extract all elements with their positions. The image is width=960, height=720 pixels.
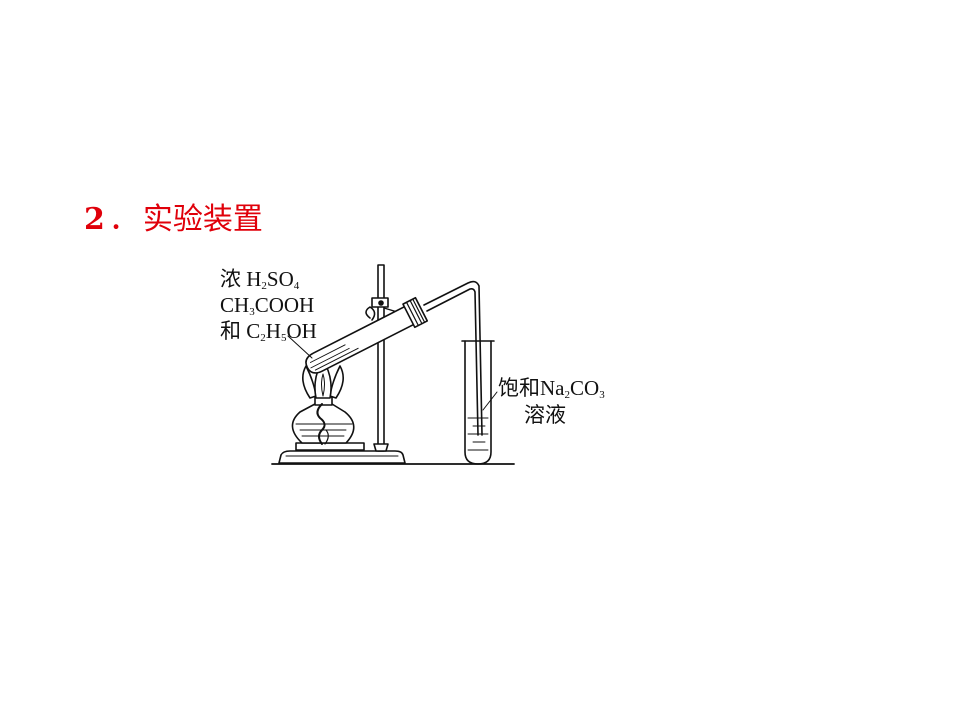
reaction-tube [305, 296, 429, 374]
formula-part: H [246, 267, 262, 291]
alcohol-lamp [291, 396, 365, 451]
formula-part: COOH [254, 293, 315, 317]
reagent-label-acetic-acid: CH3COOH [220, 292, 314, 318]
reagent-prefix: 浓 [220, 267, 247, 291]
formula-subscript: 2 [261, 280, 267, 292]
section-separator: ． [108, 202, 139, 237]
formula-part: H [265, 319, 281, 343]
formula-part: Na [540, 376, 565, 400]
formula-part: CH [220, 293, 250, 317]
formula-subscript: 2 [564, 389, 571, 401]
formula-subscript: 3 [599, 389, 605, 401]
receiver-leader [482, 391, 498, 411]
section-title: 实验装置 [142, 202, 263, 237]
receiver-prefix: 饱和 [498, 376, 540, 400]
reagent-label-ethanol: 和 C2H5OH [220, 318, 317, 344]
reagent-prefix: 和 [220, 319, 247, 343]
delivery-tube [423, 280, 483, 436]
formula-subscript: 3 [249, 306, 255, 318]
formula-part: OH [286, 319, 317, 343]
formula-part: CO [570, 376, 600, 400]
stand-rod [377, 264, 385, 452]
section-number: 2 [84, 202, 105, 237]
reagent-label-h2so4: 浓 H2SO4 [220, 266, 299, 292]
formula-subscript: 5 [280, 332, 287, 344]
formula-part: SO [266, 267, 294, 291]
section-heading: 2．实验装置 [84, 194, 263, 238]
receiver-tube [461, 340, 495, 465]
receiver-label-na2co3: 饱和Na2CO3 [498, 375, 605, 401]
formula-subscript: 4 [293, 280, 300, 292]
formula-subscript: 2 [260, 332, 266, 344]
formula-part: C [246, 319, 261, 343]
stand-base [278, 450, 406, 464]
reagent-leader [287, 335, 313, 359]
receiver-label-solution: 溶液 [524, 403, 566, 427]
